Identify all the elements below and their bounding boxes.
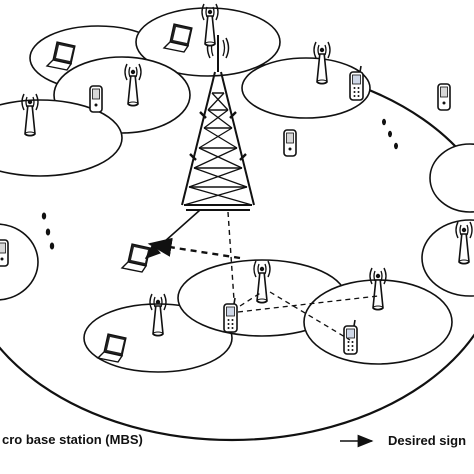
phone-icon-center-right bbox=[283, 129, 297, 157]
macro-tower bbox=[181, 35, 255, 211]
phone-icon-right-edge bbox=[437, 83, 451, 111]
legend-desired-signal-label: Desired sign bbox=[388, 433, 467, 448]
phone-icon-upper-left bbox=[89, 85, 103, 113]
phone-icon-left-edge bbox=[0, 239, 9, 267]
legend-mbs-label: cro base station (MBS) bbox=[2, 432, 143, 447]
small-cell-top-right bbox=[241, 57, 371, 119]
dashed-interference-links bbox=[237, 291, 379, 341]
ellipsis-dots bbox=[41, 118, 398, 250]
small-cell-left-edge bbox=[0, 223, 39, 301]
interference-arrow bbox=[147, 237, 241, 260]
small-cell-right-edge bbox=[429, 143, 474, 213]
dashed-tower-link bbox=[227, 211, 235, 301]
